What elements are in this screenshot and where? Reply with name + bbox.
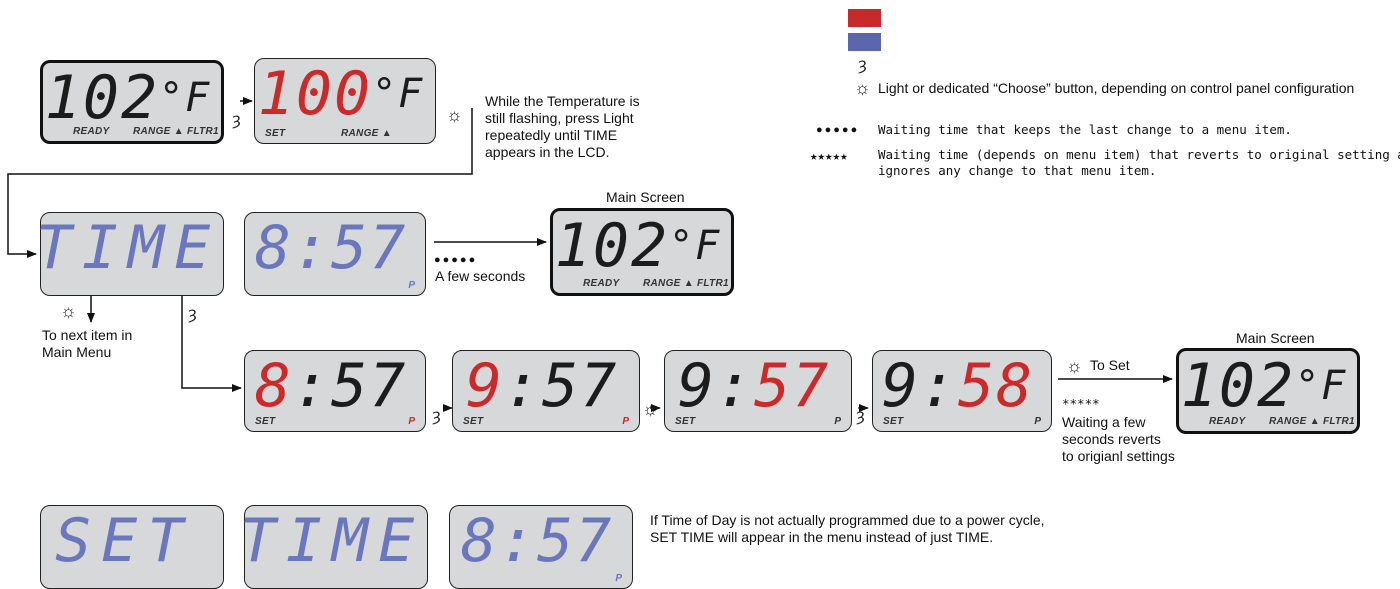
wait-dots: ●●●●● <box>434 254 478 266</box>
temperature-button-icon: ȝ <box>432 406 441 426</box>
lcd-digits: 9:57 <box>465 351 619 421</box>
legend-stars-symbol: ★★★★★ <box>810 148 848 163</box>
lcd-ready-indicator: READY <box>583 278 620 289</box>
lcd-unit: °F <box>159 75 212 121</box>
lcd-set-indicator: SET <box>675 416 696 427</box>
to-set-label: To Set <box>1090 357 1130 373</box>
lcd-range-indicator: RANGE ▲ FLTR1 <box>643 278 729 289</box>
lcd-digits: 9:58 <box>881 351 1035 421</box>
lcd-pm-indicator: P <box>1034 416 1041 427</box>
lcd-main-102: 102°F READY RANGE ▲ FLTR1 <box>40 60 224 144</box>
lcd-ready-indicator: READY <box>1209 416 1246 427</box>
lcd-unit: °F <box>372 71 425 117</box>
lcd-range-indicator: RANGE ▲ FLTR1 <box>133 126 219 137</box>
lcd-pm-indicator: P <box>615 573 622 584</box>
lcd-time-857-2: 8:57 P <box>449 505 633 589</box>
next-item-note-2: Main Menu <box>42 344 112 360</box>
temperature-note-4: appears in the LCD. <box>485 144 610 160</box>
light-button-icon: ☼ <box>1066 356 1083 376</box>
lcd-time-857: 8:57 P <box>244 212 426 296</box>
lcd-set-indicator: SET <box>883 416 904 427</box>
lcd-set-word: SET <box>40 505 224 589</box>
lcd-digits: 8:57 <box>460 506 614 576</box>
lcd-digits: TIME <box>35 213 221 283</box>
lcd-unit: °F <box>669 223 722 269</box>
lcd-pm-indicator: P <box>622 416 629 427</box>
temperature-button-icon: ȝ <box>856 406 865 426</box>
legend-red-swatch <box>848 9 881 27</box>
lcd-edit-958: 9:58 SET P <box>872 350 1052 432</box>
temperature-note-2: still flashing, press Light <box>485 110 634 126</box>
legend-blue-swatch <box>848 33 881 51</box>
lcd-set-indicator: SET <box>463 416 484 427</box>
lcd-set-indicator: SET <box>255 416 276 427</box>
temperature-note-3: repeatedly until TIME <box>485 127 618 143</box>
legend-stars-text-2: ignores any change to that menu item. <box>878 163 1157 178</box>
legend-stars-text-1: Waiting time (depends on menu item) that… <box>878 147 1400 162</box>
revert-note-3: to origianl settings <box>1062 448 1175 464</box>
light-button-icon: ☼ <box>446 105 463 125</box>
legend-light-text: Light or dedicated “Choose” button, depe… <box>878 80 1355 96</box>
lcd-digits: 100 <box>257 59 373 129</box>
arrow-to-time <box>7 108 473 258</box>
light-button-icon: ☼ <box>854 78 871 98</box>
power-cycle-note-2: SET TIME will appear in the menu instead… <box>650 529 994 545</box>
revert-note-2: seconds reverts <box>1062 431 1161 447</box>
lcd-set-100: 100°F SET RANGE ▲ <box>254 58 436 144</box>
lcd-main-102: 102°F READY RANGE ▲ FLTR1 <box>1176 348 1360 434</box>
arrow-to-edit-row <box>181 296 242 392</box>
lcd-unit: °F <box>1295 363 1348 409</box>
lcd-digits: 8:57 <box>254 351 408 421</box>
revert-note-1: Waiting a few <box>1062 414 1146 430</box>
main-screen-label: Main Screen <box>606 189 685 205</box>
light-button-icon: ☼ <box>60 301 77 321</box>
lcd-digits: 8:57 <box>254 213 408 283</box>
main-screen-label-2: Main Screen <box>1236 330 1315 346</box>
lcd-digits: 102 <box>44 63 160 133</box>
temperature-button-icon: ȝ <box>858 55 867 75</box>
next-item-note-1: To next item in <box>42 327 133 343</box>
temperature-button-icon: ȝ <box>188 304 197 324</box>
lcd-digits: 9:57 <box>677 351 831 421</box>
lcd-digits: 102 <box>1180 351 1296 421</box>
lcd-pm-indicator: P <box>408 280 415 291</box>
lcd-pm-indicator: P <box>834 416 841 427</box>
temperature-note-1: While the Temperature is <box>485 93 640 109</box>
lcd-range-indicator: RANGE ▲ <box>341 128 392 139</box>
temperature-button-icon: ȝ <box>232 110 241 130</box>
legend-dots-symbol: ●●●●● <box>816 124 860 136</box>
lcd-main-102: 102°F READY RANGE ▲ FLTR1 <box>550 208 734 296</box>
lcd-edit-957: 9:57 SET P <box>452 350 640 432</box>
lcd-set-indicator: SET <box>265 128 286 139</box>
lcd-pm-indicator: P <box>408 416 415 427</box>
lcd-edit-857: 8:57 SET P <box>244 350 426 432</box>
lcd-time-word-2: TIME <box>239 505 428 589</box>
lcd-digits: 102 <box>554 211 670 281</box>
power-cycle-note-1: If Time of Day is not actually programme… <box>650 512 1045 528</box>
wait-stars: ***** <box>1062 396 1100 411</box>
light-button-icon: ☼ <box>642 399 659 419</box>
lcd-digits: TIME <box>239 506 425 576</box>
lcd-time-word: TIME <box>35 212 224 296</box>
few-seconds-label: A few seconds <box>435 268 526 284</box>
legend-dots-text: Waiting time that keeps the last change … <box>878 122 1292 137</box>
lcd-edit-957-minutes: 9:57 SET P <box>664 350 852 432</box>
lcd-ready-indicator: READY <box>73 126 110 137</box>
lcd-range-indicator: RANGE ▲ FLTR1 <box>1269 416 1355 427</box>
lcd-digits: SET <box>55 506 194 576</box>
